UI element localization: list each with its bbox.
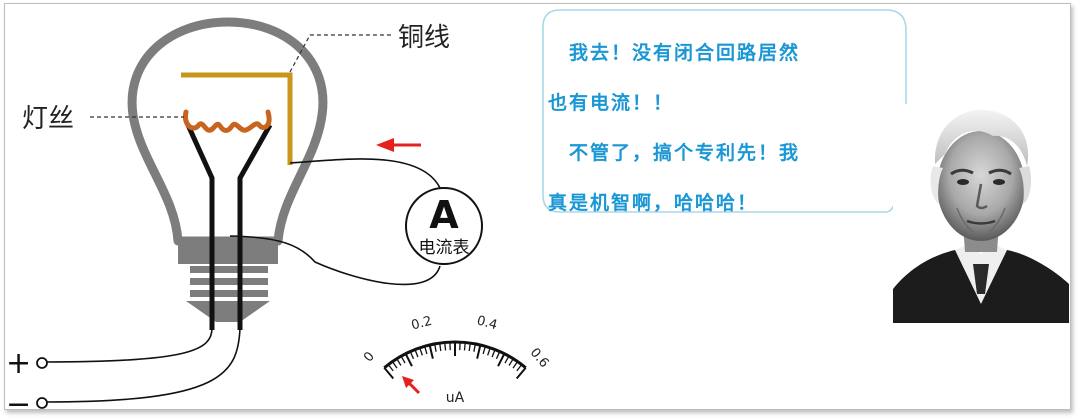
meter-tick-mark	[516, 364, 523, 372]
meter-tick-mark	[400, 355, 406, 364]
filament-label: 灯丝	[22, 104, 74, 134]
minus-label: −	[6, 387, 31, 420]
bulb-thread-1	[190, 266, 268, 273]
meter-tick-0.2: 0.2	[410, 314, 434, 334]
meter-tick-mark	[476, 344, 482, 359]
meter-tick-mark	[497, 353, 506, 367]
speech-line-1: 我去！没有闭合回路居然	[548, 42, 801, 64]
meter-tick-mark	[473, 343, 476, 352]
current-arrow	[376, 138, 421, 152]
bulb-thread-2	[190, 278, 268, 285]
meter-unit: uA	[446, 390, 465, 406]
meter-tick-mark	[512, 361, 519, 369]
filament-lead-left	[185, 123, 215, 330]
ammeter-symbol: A	[429, 193, 459, 237]
meter-tick-marks	[383, 340, 527, 380]
meter-tick-mark	[487, 347, 491, 356]
meter-dial: 0 0.2 0.4 0.6 uA	[361, 313, 551, 406]
wire-minus-terminal	[44, 327, 241, 403]
plus-label: +	[6, 346, 31, 381]
wire-ammeter-to-base	[229, 235, 441, 286]
meter-tick-mark	[482, 346, 486, 355]
meter-tick-mark	[468, 342, 471, 352]
meter-tick-0.6: 0.6	[527, 345, 552, 370]
meter-tick-mark	[404, 353, 413, 367]
meter-tick-mark	[439, 342, 442, 352]
meter-tick-mark	[444, 342, 447, 351]
minus-terminal	[36, 397, 48, 409]
meter-tick-0: 0	[361, 349, 378, 365]
bulb-glass	[127, 17, 328, 246]
wire-plus-terminal	[44, 327, 213, 363]
meter-tick-mark	[434, 343, 437, 352]
bulb-thread-3	[190, 290, 268, 297]
speech-line-4: 真是机智啊，哈哈哈！	[548, 192, 759, 214]
wire-copper-to-ammeter	[289, 158, 441, 189]
speech-bubble-text: 我去！没有闭合回路居然 也有电流！！ 不管了，搞个专利先！我 真是机智啊，哈哈哈…	[548, 28, 888, 228]
filament-lead-right	[237, 123, 273, 330]
meter-tick-mark	[414, 349, 419, 358]
meter-tick-mark	[508, 358, 514, 366]
filament-coil	[182, 109, 272, 133]
meter-tick-mark	[419, 347, 423, 356]
meter-tick-0.4: 0.4	[475, 313, 499, 333]
speech-line-3: 不管了，搞个专利先！我	[548, 142, 801, 164]
plus-terminal	[36, 357, 48, 369]
speech-line-2: 也有电流！！	[548, 92, 675, 114]
ammeter-name: 电流表	[419, 238, 470, 258]
man-portrait-icon	[893, 104, 1069, 323]
meter-tick-mark	[504, 355, 510, 364]
bulb-collar	[178, 242, 278, 264]
meter-tick-mark	[424, 346, 428, 355]
meter-tick-mark	[515, 367, 527, 380]
bulb-tip	[186, 301, 270, 322]
meter-tick-mark	[387, 364, 394, 372]
meter-tick-mark	[495, 351, 501, 360]
speech-bubble	[542, 9, 921, 213]
meter-tick-mark	[428, 344, 434, 359]
copper-wire-label: 铜线	[398, 23, 450, 53]
meter-tick-mark	[491, 349, 496, 358]
meter-tick-mark	[463, 342, 466, 351]
meter-tick-mark	[409, 351, 415, 360]
ammeter: A 电流表	[405, 187, 483, 265]
copper-wire	[181, 72, 293, 165]
meter-tick-mark	[396, 358, 402, 366]
meter-pointer-arrow	[402, 376, 421, 395]
copper-leader-line	[289, 34, 392, 73]
meter-tick-mark	[391, 361, 398, 369]
meter-tick-mark	[383, 367, 395, 380]
